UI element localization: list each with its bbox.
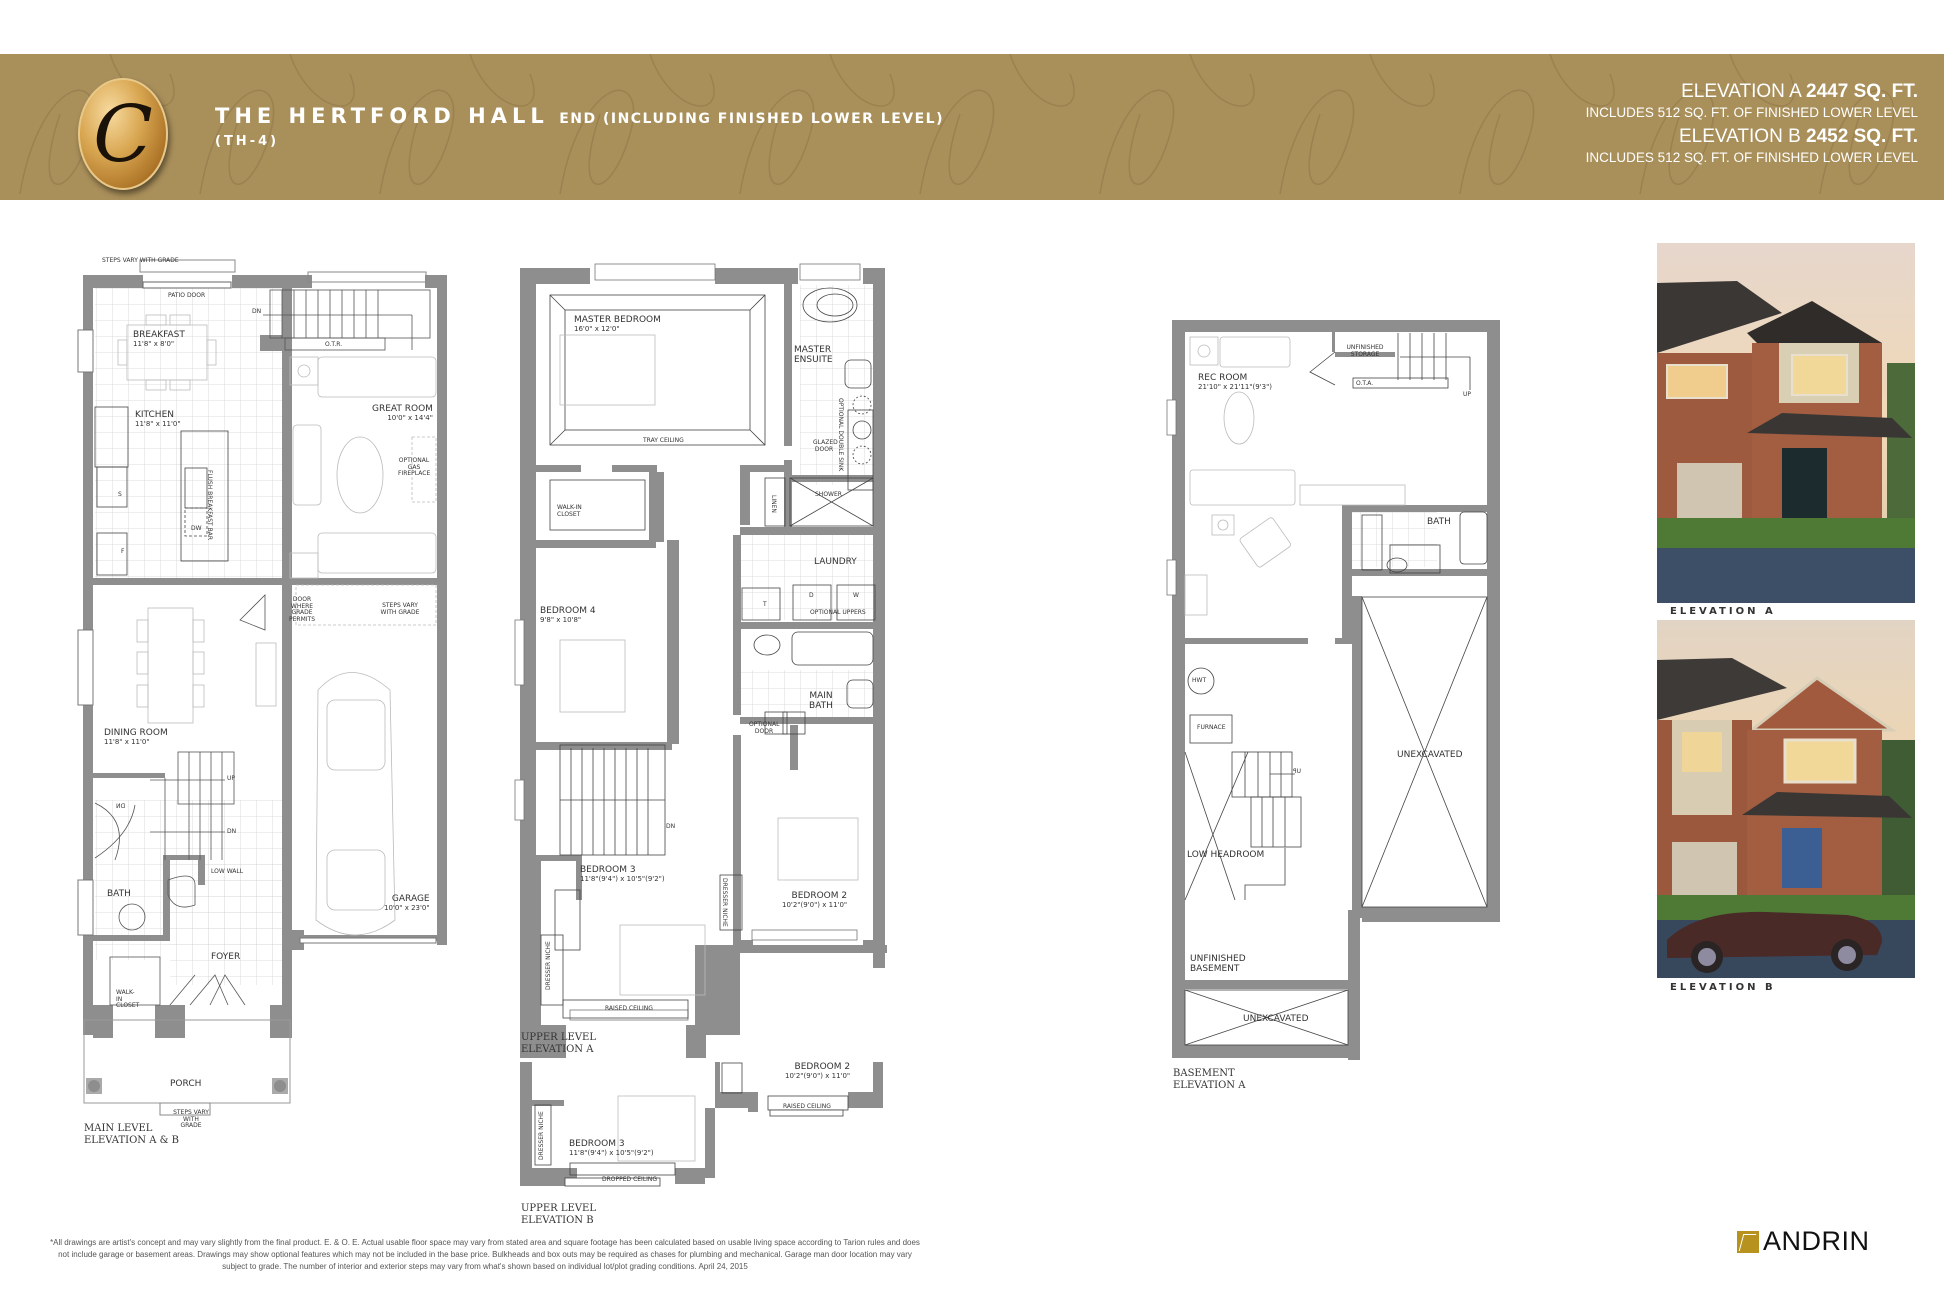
label-glazed-door: GLAZED DOOR — [813, 439, 838, 453]
label-patio-door: PATIO DOOR — [168, 292, 206, 299]
label-raised-ceiling: RAISED CEILING — [605, 1005, 653, 1012]
main-level-plan: STEPS VARY WITH GRADE PATIO DOOR DN O.T.… — [0, 0, 470, 1150]
label-washer: W — [853, 592, 859, 599]
label-stairs-dn: DN — [666, 823, 676, 830]
room-foyer: FOYER — [211, 952, 241, 962]
main-level-drawing — [77, 259, 447, 1116]
label-up-mirrored: UP — [1293, 768, 1302, 775]
square-footage-summary: ELEVATION A 2447 SQ. FT. INCLUDES 512 SQ… — [1586, 80, 1918, 170]
elevation-b-note: INCLUDES 512 SQ. FT. OF FINISHED LOWER L… — [1585, 150, 1918, 165]
brand-logo-medallion: C — [78, 78, 168, 190]
label-walkin-closet: WALK-IN CLOSET — [116, 989, 140, 1010]
label-steps-garage: STEPS VARY WITH GRADE — [380, 602, 420, 616]
label-dishwasher: DW — [191, 525, 202, 532]
elevation-b-rendering — [1657, 620, 1915, 990]
label-hwt: HWT — [1192, 677, 1207, 684]
label-dn-top: DN — [252, 308, 262, 315]
label-low-wall: LOW WALL — [211, 868, 244, 875]
plan-title: THE HERTFORD HALL END (INCLUDING FINISHE… — [215, 104, 944, 149]
house-elevation-a-illustration — [1657, 243, 1915, 603]
label-steps-porch: STEPS VARY WITH GRADE — [173, 1109, 209, 1130]
label-fridge: F — [121, 548, 125, 555]
basement-drawing — [1166, 320, 1500, 1060]
upper-level-b-drawing — [520, 1062, 883, 1187]
label-furnace: FURNACE — [1197, 724, 1226, 731]
room-unfinished-storage: UNFINISHED STORAGE — [1346, 344, 1384, 358]
label-shower: SHOWER — [815, 491, 842, 498]
room-bath: BATH — [107, 889, 131, 899]
room-unfinished-basement: UNFINISHED BASEMENT — [1190, 954, 1246, 974]
builder-name: ANDRIN — [1763, 1226, 1870, 1256]
model-subtitle: END (INCLUDING FINISHED LOWER LEVEL) — [559, 111, 945, 127]
label-walkin-closet-upper: WALK-IN CLOSET — [557, 504, 582, 518]
elevation-a-note: INCLUDES 512 SQ. FT. OF FINISHED LOWER L… — [1585, 105, 1918, 120]
label-otr: O.T.R. — [325, 341, 343, 348]
house-elevation-b-illustration — [1657, 620, 1915, 978]
legal-disclaimer: *All drawings are artist's concept and m… — [50, 1238, 920, 1271]
room-porch: PORCH — [170, 1079, 202, 1089]
script-pattern-background — [19, 54, 1895, 195]
elevation-b-area: ELEVATION B 2452 SQ. FT. — [1678, 126, 1918, 147]
label-laundry-tub: T — [763, 601, 767, 608]
label-ota: O.T.A. — [1356, 380, 1374, 387]
model-name: THE HERTFORD HALL — [215, 104, 549, 128]
room-unexcavated-right: UNEXCAVATED — [1397, 750, 1463, 760]
label-tray-ceiling: TRAY CEILING — [643, 437, 684, 444]
label-up-top: UP — [1463, 391, 1472, 398]
elevation-a-area: ELEVATION A 2447 SQ. FT. — [1681, 81, 1918, 102]
label-optional-door: OPTIONAL DOOR — [749, 721, 780, 735]
label-up: UP — [227, 775, 236, 782]
label-optional-uppers: OPTIONAL UPPERS — [810, 609, 866, 616]
model-code: (TH-4) — [215, 134, 280, 149]
room-unexcavated-bottom: UNEXCAVATED — [1243, 1014, 1309, 1024]
label-steps-rear: STEPS VARY WITH GRADE — [102, 257, 179, 264]
room-basement-bath: BATH — [1427, 517, 1451, 527]
elevation-a-caption: ELEVATION A — [1670, 606, 1776, 617]
elevation-a-rendering — [1657, 243, 1915, 613]
logo-letter: C — [93, 90, 153, 180]
label-low-headroom: LOW HEADROOM — [1187, 850, 1265, 860]
label-dryer: D — [809, 592, 814, 599]
label-optional-fireplace: OPTIONAL GAS FIREPLACE — [398, 457, 431, 478]
label-door-where-grade-permits: DOOR WHERE GRADE PERMITS — [289, 596, 315, 623]
room-main-bath: MAIN BATH — [809, 691, 833, 711]
builder-logo: ANDRIN — [1737, 1226, 1870, 1257]
label-dresser-niche-b: DRESSER NICHE — [538, 1111, 545, 1160]
room-laundry: LAUNDRY — [814, 557, 857, 567]
label-raised-ceiling-b: RAISED CEILING — [783, 1103, 831, 1110]
elevation-b-caption: ELEVATION B — [1670, 982, 1776, 993]
room-master-ensuite: MASTER ENSUITE — [794, 345, 833, 365]
label-dropped-ceiling: DROPPED CEILING — [602, 1176, 658, 1183]
upper-level-a-drawing — [514, 263, 887, 1058]
header-banner: C THE HERTFORD HALL END (INCLUDING FINIS… — [0, 54, 1944, 200]
label-dn: DN — [227, 828, 237, 835]
andrin-logo-mark-icon — [1737, 1230, 1759, 1253]
label-stove: S — [118, 491, 122, 498]
